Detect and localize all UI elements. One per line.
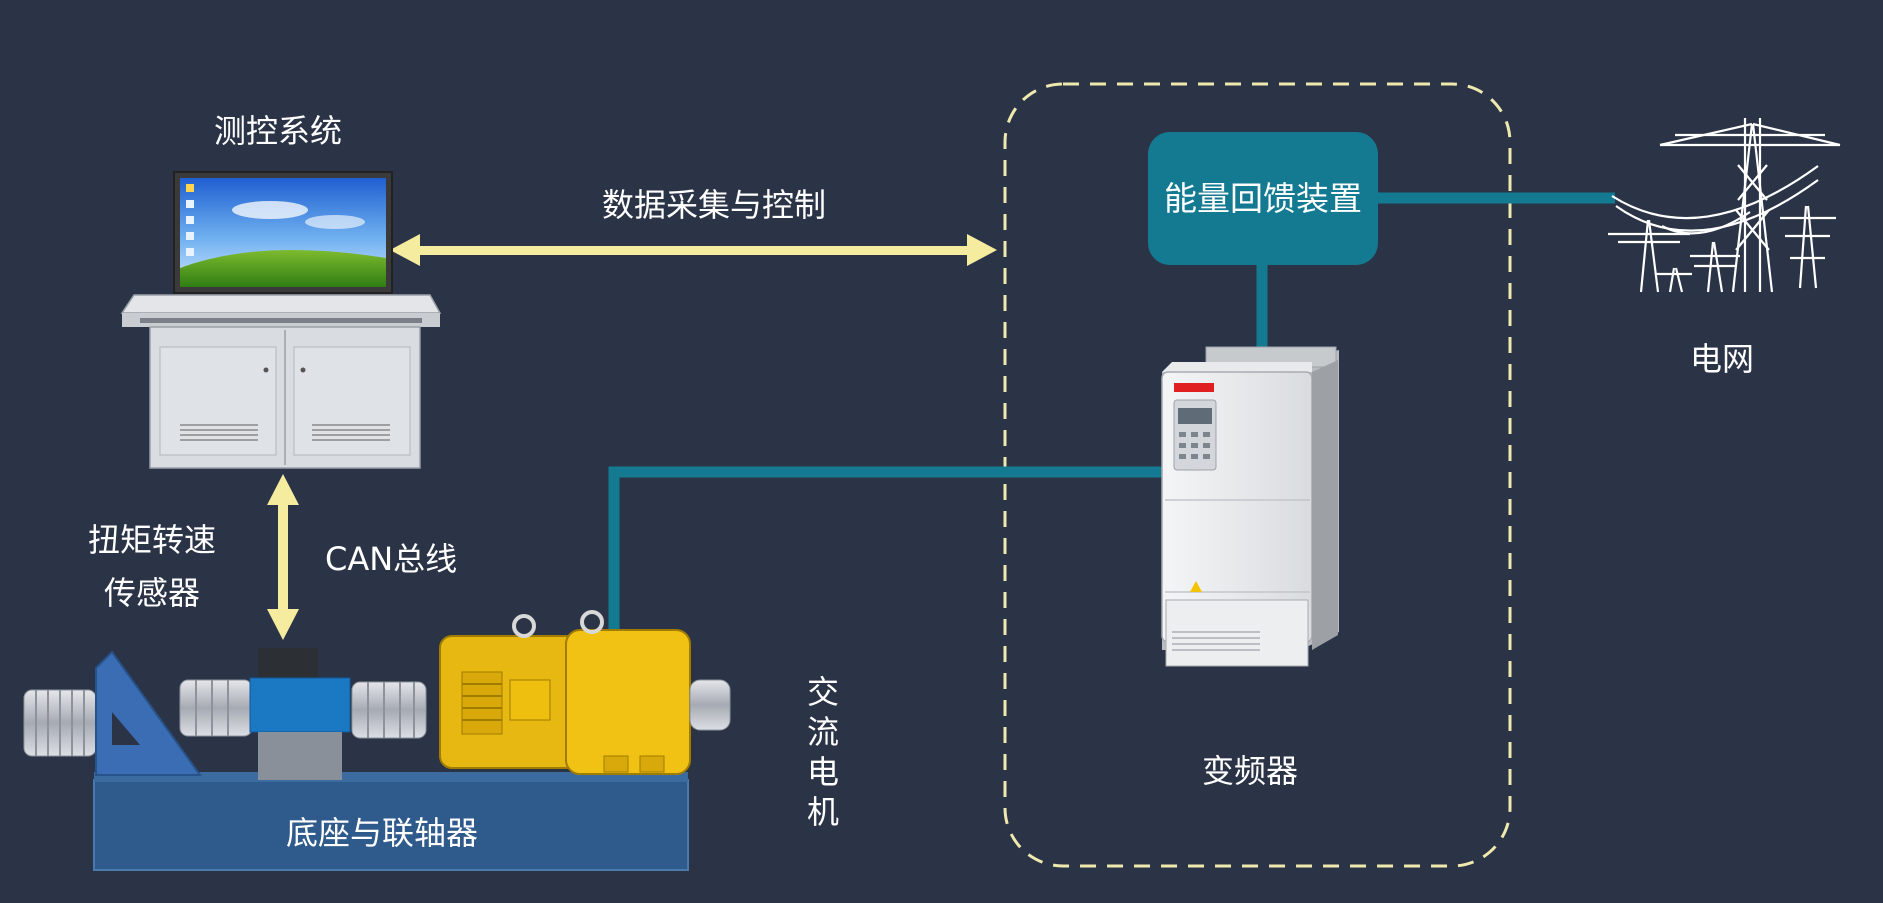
grid-label: 电网 bbox=[1690, 340, 1755, 378]
torque-sensor-label: 扭矩转速传感器 bbox=[87, 521, 216, 612]
inverter-enclosure bbox=[1003, 82, 1512, 868]
ac-motor-label: 交流电机 bbox=[806, 673, 839, 831]
inverter-label: 变频器 bbox=[1202, 752, 1299, 790]
torque-sensor-icon bbox=[249, 648, 351, 780]
energy-feedback-label: 能量回馈装置 bbox=[1164, 178, 1362, 218]
test-bench bbox=[23, 610, 731, 871]
base-coupling-label: 底座与联轴器 bbox=[286, 814, 479, 852]
can-bus-label: CAN总线 bbox=[325, 540, 458, 578]
power-tower-icon bbox=[1608, 118, 1841, 293]
energy-feedback-box: 能量回馈装置 bbox=[1148, 132, 1378, 265]
base-platform bbox=[93, 779, 689, 871]
left-coupling bbox=[23, 689, 97, 757]
data-acq-label: 数据采集与控制 bbox=[602, 186, 827, 224]
motor-to-inverter-line bbox=[608, 466, 1162, 634]
inverter-device-icon bbox=[1161, 346, 1339, 667]
can-bus-arrow bbox=[267, 474, 299, 640]
control-system-label: 测控系统 bbox=[214, 112, 343, 150]
power-connectors bbox=[608, 192, 1615, 634]
data-acq-arrow bbox=[390, 234, 997, 266]
ac-motor-icon bbox=[439, 610, 731, 775]
computer-console-icon bbox=[120, 171, 442, 469]
